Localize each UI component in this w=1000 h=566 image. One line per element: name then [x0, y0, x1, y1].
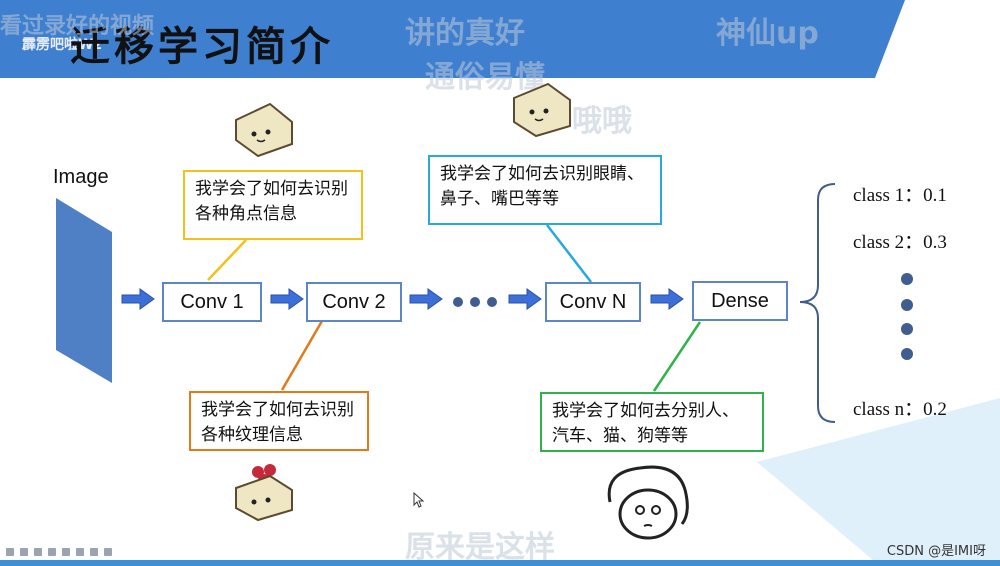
- danmaku-comment: 原来是这样: [405, 530, 555, 565]
- decor-triangle: [757, 398, 1000, 566]
- tofu-mascot-icon: [513, 82, 571, 138]
- convn-block: Conv N: [545, 282, 641, 322]
- output-ellipsis-dot: [901, 273, 913, 285]
- danmaku-comment: 看过录好的视频: [0, 14, 155, 39]
- tofu-mascot-icon: [235, 102, 293, 158]
- output-ellipsis-dot: [901, 348, 913, 360]
- conv1-note-connector: [207, 239, 247, 281]
- image-plane: [56, 198, 112, 383]
- danmaku-comment: 哦哦: [572, 104, 632, 139]
- slide-toolbar[interactable]: [6, 546, 116, 558]
- conv1-note: 我学会了如何去识别各种角点信息: [183, 170, 363, 240]
- image-input-label: Image: [53, 166, 109, 188]
- dense-note: 我学会了如何去分别人、汽车、猫、狗等等: [540, 392, 764, 452]
- conv2-block: Conv 2: [306, 282, 402, 322]
- title-banner: [0, 0, 905, 78]
- convn-note: 我学会了如何去识别眼睛、鼻子、嘴巴等等: [428, 155, 662, 225]
- output-ellipsis-dot: [901, 299, 913, 311]
- dense-note-connector: [652, 321, 702, 392]
- csdn-credit: CSDN @是IMI呀: [886, 544, 986, 559]
- flow-arrow: [270, 288, 304, 310]
- convn-note-connector: [546, 224, 592, 283]
- danmaku-comment: 讲的真好: [405, 16, 525, 51]
- output-brace: [799, 183, 836, 423]
- flow-arrow: [121, 288, 155, 310]
- danmaku-comment: 神仙up: [716, 16, 819, 51]
- conv2-note-connector: [280, 320, 324, 391]
- ellipsis-dot: [487, 297, 497, 307]
- output-class-n: class n：0.2: [853, 399, 947, 420]
- ellipsis-dot: [453, 297, 463, 307]
- danmaku-comment: 通俗易懂: [425, 60, 545, 95]
- uploader-watermark: 霹雳吧啦Wz: [22, 37, 102, 53]
- flow-arrow: [650, 288, 684, 310]
- flow-arrow: [409, 288, 443, 310]
- output-ellipsis-dot: [901, 323, 913, 335]
- slide-title: 迁移学习简介: [70, 24, 334, 70]
- flow-arrow: [508, 288, 542, 310]
- mouse-cursor-icon: [413, 491, 425, 508]
- footer-bar: [0, 560, 1000, 566]
- conv2-note: 我学会了如何去识别各种纹理信息: [189, 391, 369, 451]
- dense-block: Dense: [692, 281, 788, 321]
- ellipsis-dot: [470, 297, 480, 307]
- output-class-1: class 1：0.1: [853, 185, 947, 206]
- thinking-person-icon: [607, 465, 689, 540]
- tofu-mascot-icon: [235, 464, 293, 522]
- output-class-2: class 2：0.3: [853, 232, 947, 253]
- conv1-block: Conv 1: [162, 282, 262, 322]
